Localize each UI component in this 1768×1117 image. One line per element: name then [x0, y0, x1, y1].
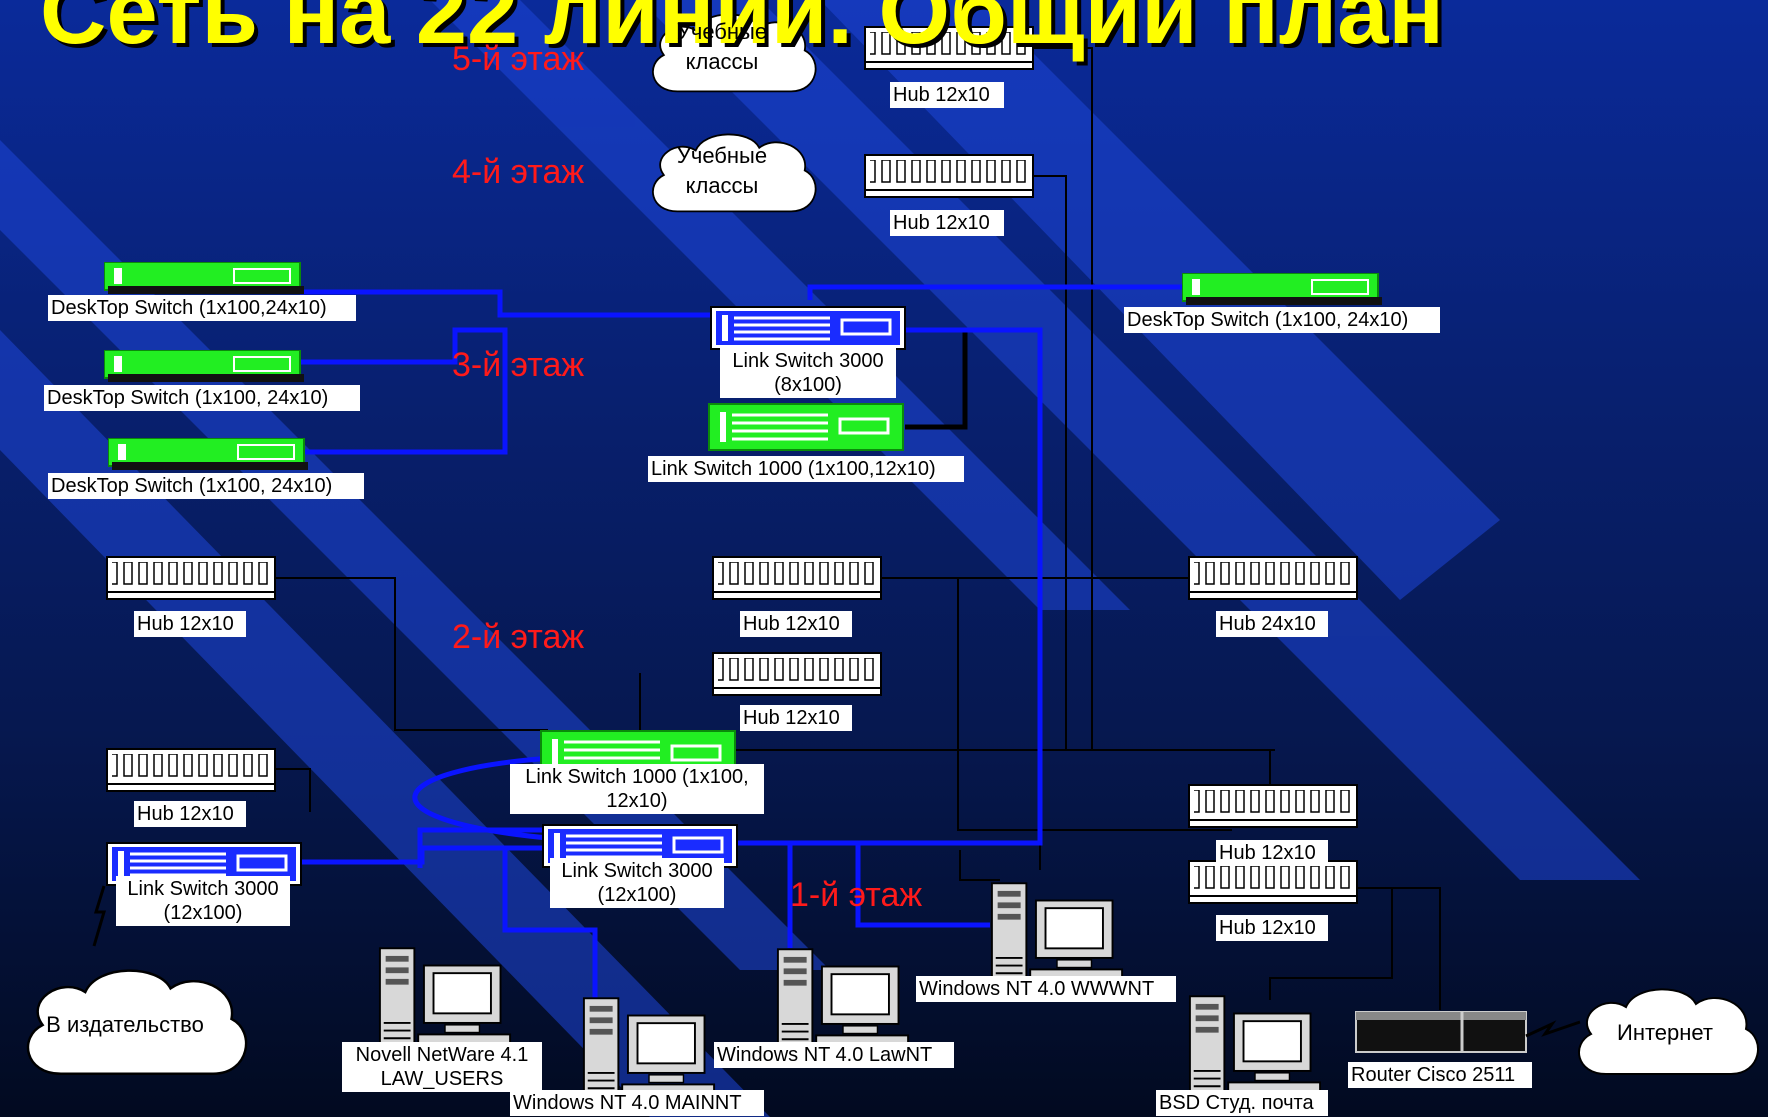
desktop-switch-left-1-label: DeskTop Switch (1x100,24x10) — [48, 295, 356, 321]
hub-f2-mid2 — [712, 652, 882, 696]
desktop-switch-right — [1182, 273, 1382, 305]
page-title: Сеть на 22 линии. Общий план — [40, 0, 1444, 63]
floor-2-label: 2-й этаж — [452, 618, 585, 656]
floor-3-label: 3-й этаж — [452, 346, 585, 384]
hub-f2-left-label: Hub 12x10 — [134, 611, 246, 637]
server-wwwnt-label: Windows NT 4.0 WWWNT — [916, 976, 1176, 1002]
hub-f2-left — [106, 556, 276, 600]
desktop-switch-right-label: DeskTop Switch (1x100, 24x10) — [1124, 307, 1440, 333]
hub-f2-mid2-label: Hub 12x10 — [740, 705, 852, 731]
desktop-switch-left-2 — [104, 350, 304, 382]
floor-5-label: 5-й этаж — [452, 40, 585, 78]
fast-links — [300, 284, 1185, 1000]
link-switch-3000-f3-label: Link Switch 3000 (8x100) — [720, 348, 896, 398]
link-switch-3000-f3 — [710, 306, 906, 350]
desktop-switch-left-2-label: DeskTop Switch (1x100, 24x10) — [44, 385, 360, 411]
server-lawnt-label: Windows NT 4.0 LawNT — [714, 1042, 954, 1068]
desktop-switch-left-3-label: DeskTop Switch (1x100, 24x10) — [48, 473, 364, 499]
cloud-publisher-text: В издательство — [46, 1012, 204, 1037]
desktop-switch-left-1 — [104, 262, 304, 294]
hub-f1-right-1 — [1188, 784, 1358, 828]
server-novell — [378, 947, 512, 1049]
hub-f2-mid-label: Hub 12x10 — [740, 611, 852, 637]
hub-f1-right-1-label: Hub 12x10 — [1216, 840, 1328, 866]
hub-f2-right — [1188, 556, 1358, 600]
hub-f1-right-2 — [1188, 860, 1358, 904]
server-lawnt — [776, 948, 910, 1050]
link-switch-1000-f3-label: Link Switch 1000 (1x100,12x10) — [648, 456, 964, 482]
server-bsd — [1188, 995, 1322, 1097]
link-switch-1000-f3 — [708, 403, 904, 451]
server-mainnt-label: Windows NT 4.0 MAINNT — [510, 1090, 764, 1116]
server-bsd-label: BSD Студ. почта — [1156, 1090, 1328, 1116]
cloud-classes-4-text: Учебные классы — [676, 143, 768, 198]
hub-f5-label: Hub 12x10 — [890, 82, 1004, 108]
cloud-internet-text: Интернет — [1617, 1020, 1713, 1045]
cloud-classes-5-text: Учебные классы — [676, 19, 768, 74]
floor-4-label: 4-й этаж — [452, 153, 585, 191]
router-cisco — [1355, 1011, 1527, 1053]
link-switch-3000-f1-label: Link Switch 3000 (12x100) — [550, 858, 724, 908]
hub-f4-label: Hub 12x10 — [890, 210, 1004, 236]
router-label: Router Cisco 2511 — [1348, 1062, 1532, 1088]
server-novell-label: Novell NetWare 4.1 LAW_USERS — [342, 1042, 542, 1092]
floor-1-label: 1-й этаж — [790, 876, 923, 914]
server-wwwnt — [990, 882, 1124, 984]
hub-f4 — [864, 154, 1034, 198]
hub-f2-mid — [712, 556, 882, 600]
lightning-publisher — [92, 885, 107, 947]
hub-f1-right-2-label: Hub 12x10 — [1216, 915, 1328, 941]
hub-f2-right-label: Hub 24x10 — [1216, 611, 1328, 637]
hub-f1-left-label: Hub 12x10 — [134, 801, 246, 827]
desktop-switch-left-3 — [108, 438, 308, 470]
link-switch-1000-f1-label: Link Switch 1000 (1x100, 12x10) — [510, 764, 764, 814]
hub-f1-left — [106, 748, 276, 792]
lightning-internet — [1525, 1020, 1581, 1038]
link-switch-3000-f1-left-label: Link Switch 3000 (12x100) — [116, 876, 290, 926]
